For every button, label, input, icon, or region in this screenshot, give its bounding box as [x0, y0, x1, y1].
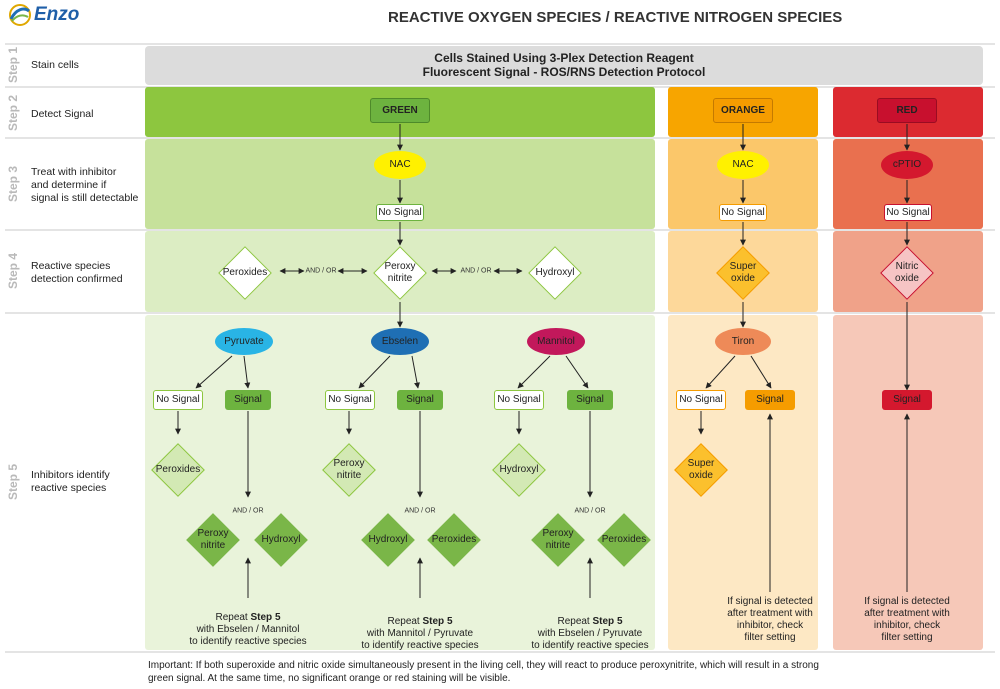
step5-superoxide-label: Super oxide — [687, 458, 715, 481]
step5-signal2-peroxides: Peroxides — [426, 512, 482, 568]
step3-tag: Step 3 — [6, 166, 20, 203]
step5-andor-3: AND / OR — [572, 507, 608, 515]
step4-tag: Step 4 — [6, 253, 20, 290]
red-no-signal: No Signal — [884, 204, 932, 221]
step2-tag: Step 2 — [6, 95, 20, 132]
step5-signal2-peroxides-label: Peroxides — [431, 534, 477, 545]
step4-nitric-oxide-diamond: Nitric oxide — [877, 246, 937, 300]
step1-label: Stain cells — [31, 59, 79, 71]
step5-signal1-hydroxyl: Hydroxyl — [253, 512, 309, 568]
page-title: REACTIVE OXYGEN SPECIES / REACTIVE NITRO… — [388, 9, 843, 26]
step5-signal3-peroxides-label: Peroxides — [601, 534, 647, 545]
step5-tag: Step 5 — [6, 464, 20, 501]
ebselen-inhibitor: Ebselen — [371, 328, 429, 355]
repeat-note-3-rest: with Ebselen / Pyruvate to identify reac… — [531, 628, 649, 651]
step5-signal2-hydroxyl-label: Hydroxyl — [368, 534, 408, 545]
mannitol-no-signal: No Signal — [494, 390, 544, 410]
orange-no-signal: No Signal — [719, 204, 767, 221]
red-step3-panel — [833, 139, 983, 229]
repeat-note-2-rest: with Mannitol / Pyruvate to identify rea… — [361, 628, 479, 651]
repeat-note-1-prefix: Repeat — [215, 612, 248, 623]
step5-andor-1: AND / OR — [230, 507, 266, 515]
step5-andor-2: AND / OR — [402, 507, 438, 515]
step4-peroxynitrite-label: Peroxy nitrite — [384, 261, 416, 284]
step5-signal3-peroxynitrite-label: Peroxy nitrite — [542, 528, 574, 551]
step5-signal1-peroxynitrite: Peroxy nitrite — [185, 512, 241, 568]
red-signal: Signal — [882, 390, 932, 410]
flow-arrows — [175, 124, 910, 598]
step4-label: Reactive species detection confirmed — [31, 260, 123, 285]
red-step5-panel — [833, 315, 983, 650]
repeat-note-2-prefix: Repeat — [387, 616, 420, 627]
green-no-signal: No Signal — [376, 204, 424, 221]
repeat-note-1-bold: Step 5 — [250, 612, 281, 623]
red-cptio-inhibitor: cPTIO — [881, 151, 933, 179]
channel-orange: ORANGE — [713, 98, 773, 123]
step5-signal1-hydroxyl-label: Hydroxyl — [261, 534, 301, 545]
step5-hydroxyl-label: Hydroxyl — [499, 464, 539, 475]
tiron-no-signal: No Signal — [676, 390, 726, 410]
red-filter-note: If signal is detected after treatment wi… — [864, 596, 950, 643]
orange-nac-inhibitor: NAC — [717, 151, 769, 179]
ebselen-signal: Signal — [397, 390, 443, 410]
step4-peroxides-diamond: Peroxides — [213, 246, 277, 300]
repeat-note-1-rest: with Ebselen / Mannitol to identify reac… — [189, 624, 307, 647]
repeat-note-3-bold: Step 5 — [592, 616, 623, 627]
repeat-note-2-bold: Step 5 — [422, 616, 453, 627]
step5-superoxide-diamond: Super oxide — [673, 442, 729, 498]
enzo-logo-icon — [9, 4, 31, 26]
step4-superoxide-label: Super oxide — [729, 261, 757, 284]
pyruvate-inhibitor: Pyruvate — [215, 328, 273, 355]
step5-peroxynitrite-label: Peroxy nitrite — [333, 458, 365, 481]
step4-superoxide-diamond: Super oxide — [713, 246, 773, 300]
banner-line2: Fluorescent Signal - ROS/RNS Detection P… — [422, 65, 706, 79]
step4-andor-right: AND / OR — [460, 267, 492, 275]
tiron-inhibitor: Tiron — [715, 328, 771, 355]
footer-note: Important: If both superoxide and nitric… — [148, 660, 819, 684]
step5-hydroxyl-diamond-left: Hydroxyl — [491, 442, 547, 498]
step4-nitric-oxide-label: Nitric oxide — [895, 261, 919, 284]
pyruvate-no-signal: No Signal — [153, 390, 203, 410]
repeat-note-3-prefix: Repeat — [557, 616, 590, 627]
step4-hydroxyl-label: Hydroxyl — [535, 267, 575, 278]
step4-hydroxyl-diamond: Hydroxyl — [525, 246, 585, 300]
step5-signal3-peroxynitrite: Peroxy nitrite — [530, 512, 586, 568]
step4-peroxynitrite-diamond: Peroxy nitrite — [370, 246, 430, 300]
mannitol-signal: Signal — [567, 390, 613, 410]
green-nac-inhibitor: NAC — [374, 151, 426, 179]
orange-filter-note: If signal is detected after treatment wi… — [727, 596, 813, 643]
tiron-signal: Signal — [745, 390, 795, 410]
step4-peroxides-label: Peroxides — [222, 267, 268, 278]
mannitol-inhibitor: Mannitol — [527, 328, 585, 355]
step3-label: Treat with inhibitor and determine if si… — [31, 166, 139, 204]
pyruvate-signal: Signal — [225, 390, 271, 410]
step5-peroxides-diamond: Peroxides — [150, 442, 206, 498]
enzo-logo-text: Enzo — [34, 4, 80, 25]
banner-panel — [145, 46, 983, 85]
step4-andor-left: AND / OR — [305, 267, 337, 275]
step5-peroxides-label: Peroxides — [155, 464, 201, 475]
ebselen-no-signal: No Signal — [325, 390, 375, 410]
step5-signal1-peroxynitrite-label: Peroxy nitrite — [197, 528, 229, 551]
step5-signal2-hydroxyl: Hydroxyl — [360, 512, 416, 568]
step2-label: Detect Signal — [31, 108, 94, 120]
channel-red: RED — [877, 98, 937, 123]
step5-peroxynitrite-diamond-left: Peroxy nitrite — [321, 442, 377, 498]
step5-label: Inhibitors identify reactive species — [31, 469, 110, 494]
channel-green: GREEN — [370, 98, 430, 123]
enzo-logo: Enzo — [8, 2, 79, 28]
banner-text: Cells Stained Using 3-Plex Detection Rea… — [145, 51, 983, 79]
step5-signal3-peroxides: Peroxides — [596, 512, 652, 568]
banner-line1: Cells Stained Using 3-Plex Detection Rea… — [434, 51, 694, 65]
